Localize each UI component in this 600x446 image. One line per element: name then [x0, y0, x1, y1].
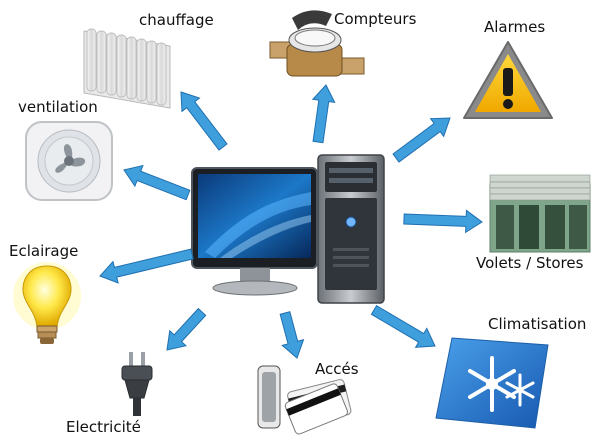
arrow-to-climatisation — [370, 305, 436, 348]
arrow-to-volets-stores — [403, 209, 483, 234]
warning-sign-icon — [463, 41, 553, 119]
desktop-computer-icon — [191, 154, 385, 304]
arrow-to-chauffage — [180, 91, 228, 151]
label-compteurs: Compteurs — [334, 10, 417, 28]
label-chauffage: chauffage — [139, 11, 214, 29]
radiator-icon — [83, 28, 171, 109]
light-bulb-icon — [13, 262, 81, 344]
power-plug-icon — [121, 352, 153, 416]
arrow-to-acces — [279, 311, 305, 359]
label-eclairage: Eclairage — [9, 242, 79, 260]
snowflake-icon — [435, 337, 549, 429]
arrow-to-electricite — [166, 307, 207, 351]
label-alarmes: Alarmes — [484, 18, 546, 36]
label-climatisation: Climatisation — [488, 315, 587, 333]
label-electricite: Electricité — [66, 418, 141, 436]
arrow-to-alarmes — [392, 117, 451, 163]
arrow-to-compteurs — [311, 84, 336, 144]
label-acces: Accés — [315, 360, 359, 378]
label-volets-stores: Volets / Stores — [476, 254, 584, 272]
ventilation-fan-icon — [25, 121, 113, 201]
arrow-to-ventilation — [123, 164, 191, 201]
arrow-to-eclairage — [99, 248, 194, 284]
water-meter-icon — [269, 10, 365, 77]
label-ventilation: ventilation — [18, 98, 98, 116]
access-badge-cards-icon — [257, 365, 352, 435]
roller-shutter-house-icon — [489, 174, 591, 253]
